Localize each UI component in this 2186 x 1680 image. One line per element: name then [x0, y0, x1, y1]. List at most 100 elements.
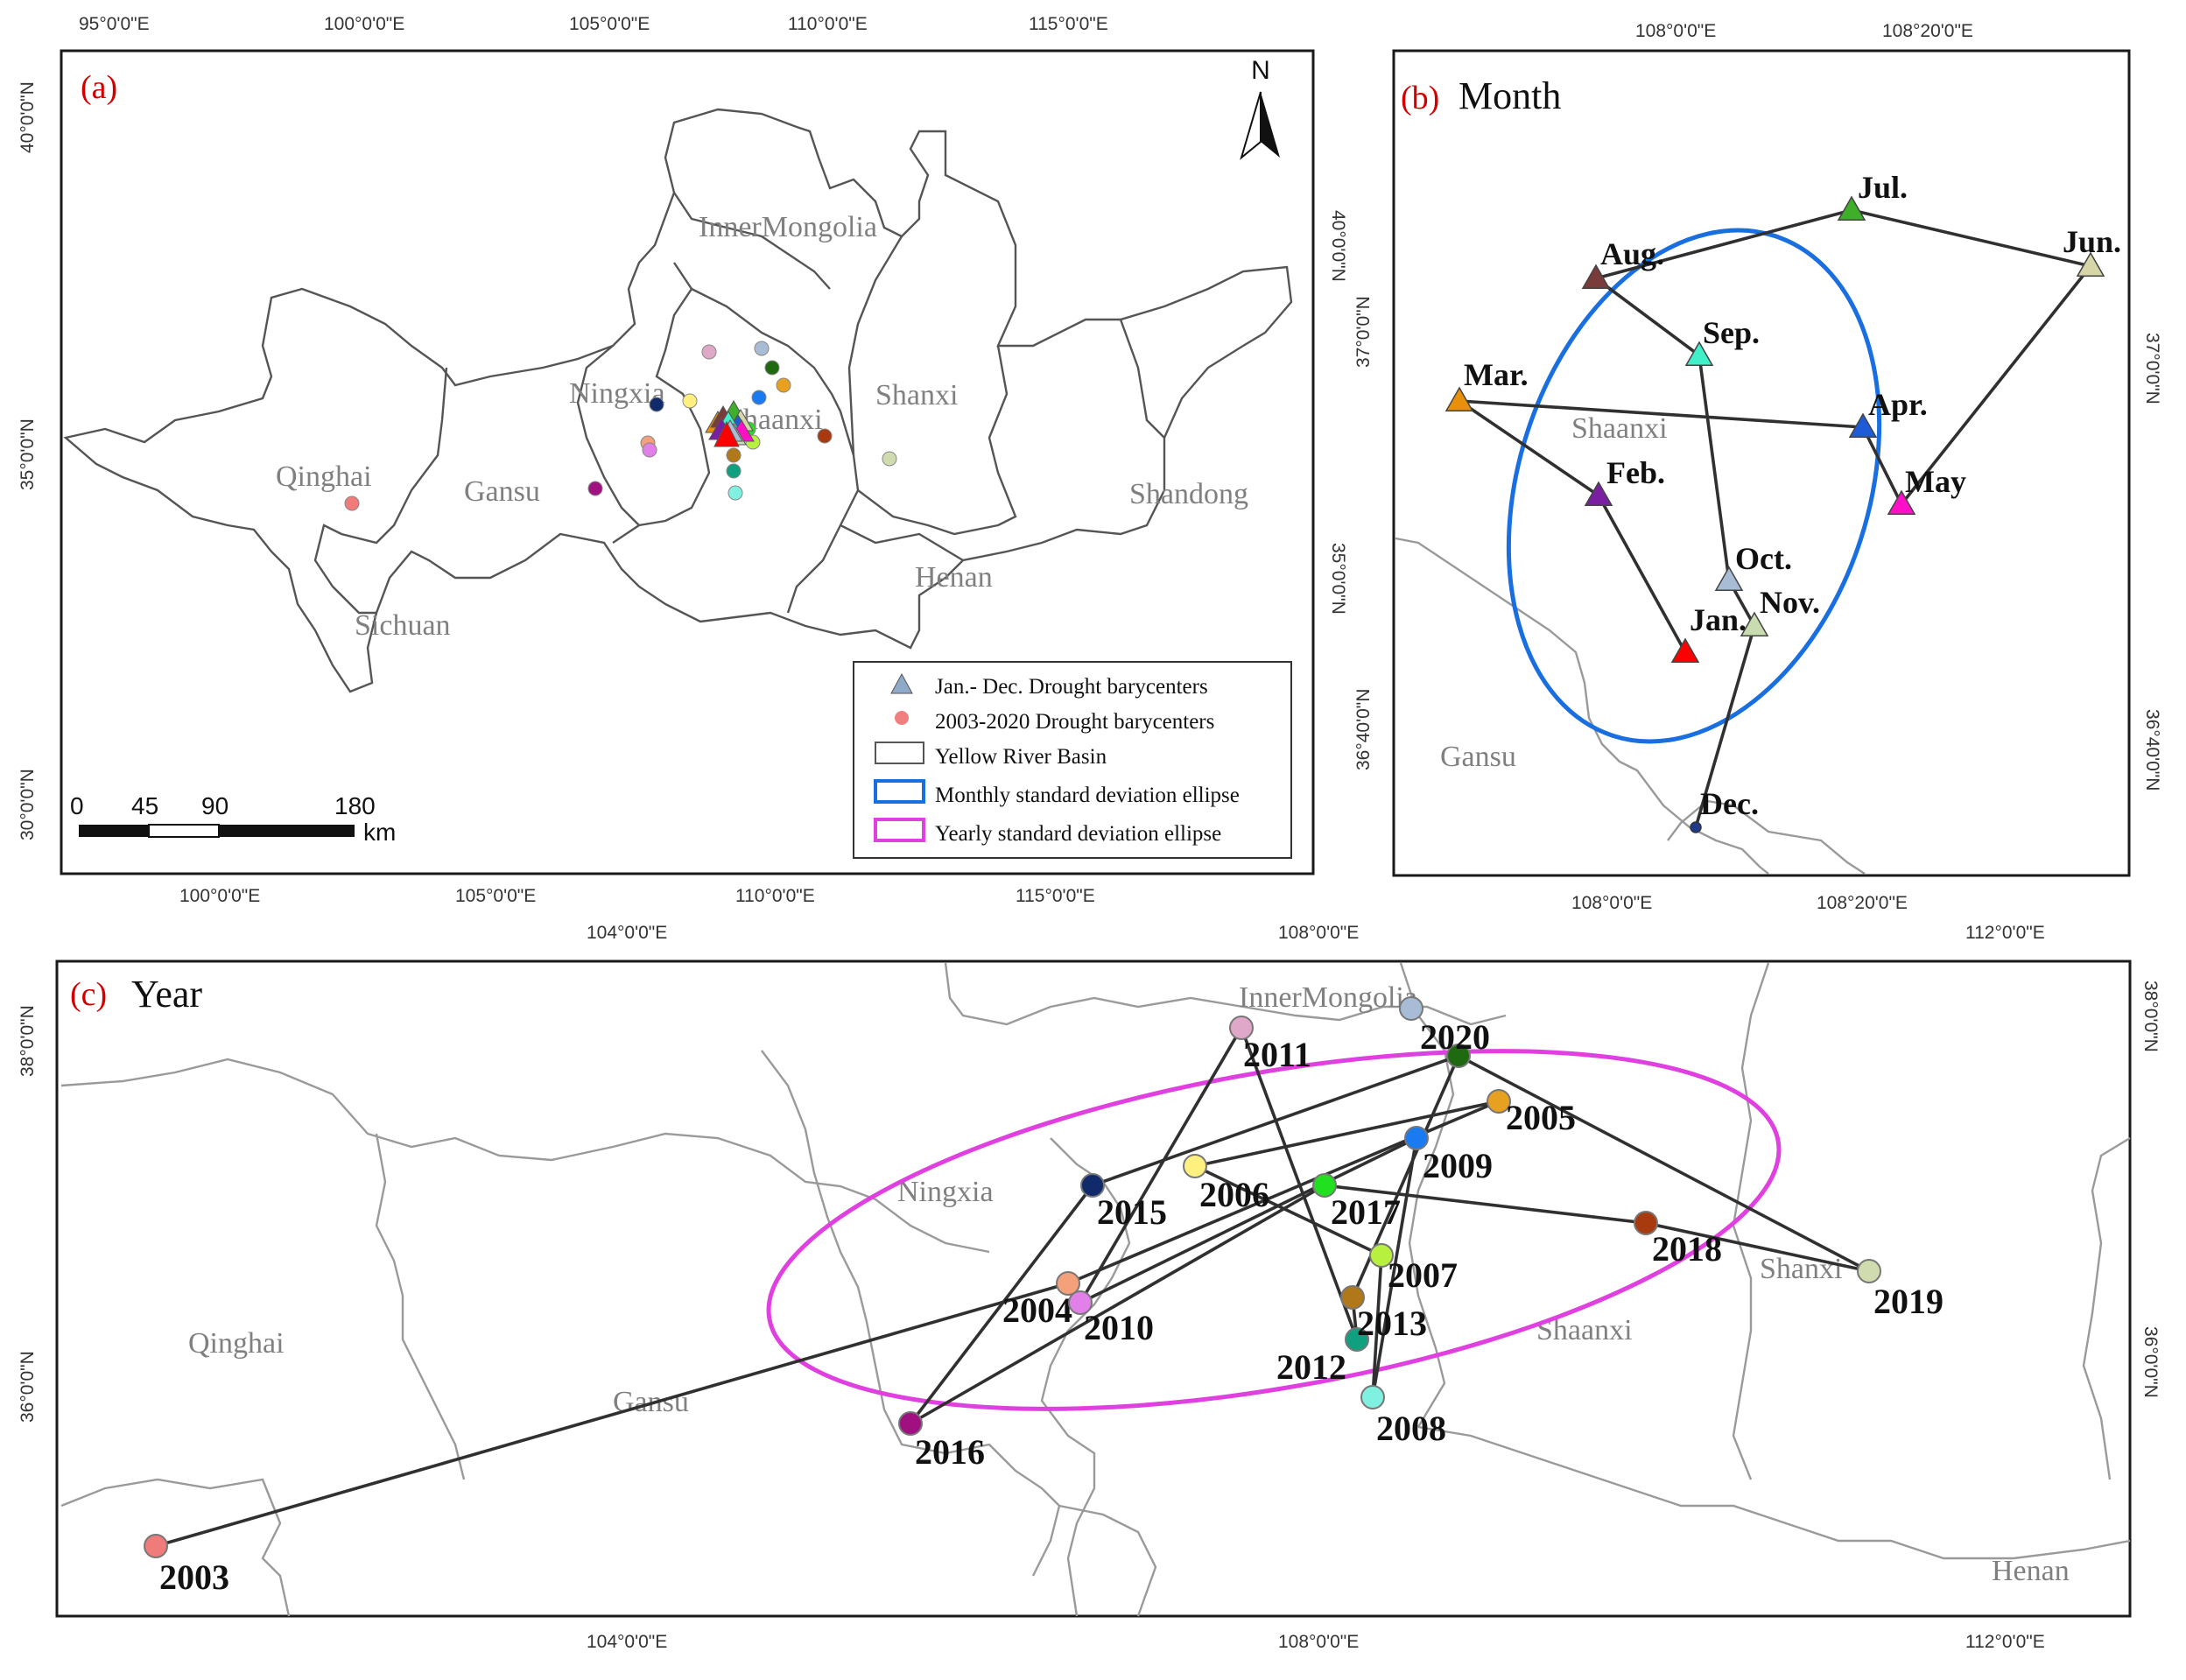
region-label: Shanxi — [875, 379, 958, 411]
track-segment — [910, 1184, 1325, 1425]
year-marker — [764, 360, 780, 376]
panel-b-right-tick: 36°40'0"N — [2142, 709, 2162, 791]
year-marker — [344, 496, 360, 511]
track-segment — [1900, 264, 2092, 506]
track-segment — [1092, 1054, 1459, 1187]
month-label: Jun. — [2063, 224, 2121, 259]
panel-a-bottom-tick: 110°0'0"E — [735, 886, 815, 906]
track-segment — [1371, 1255, 1383, 1398]
panel-b: (b) Month 108°0'0"E 108°20'0"E 108°0'0"E… — [1353, 21, 2162, 913]
region-label: Qinghai — [276, 460, 372, 493]
year-marker — [1080, 1173, 1105, 1198]
year-label: 2017 — [1331, 1192, 1401, 1232]
rect-icon — [875, 742, 924, 764]
province-boundary — [847, 235, 903, 456]
track-segment — [1458, 1054, 1870, 1273]
scale-tick: 45 — [131, 792, 158, 819]
year-marker — [1857, 1259, 1881, 1283]
province-boundary — [2082, 1136, 2131, 1480]
panel-a: (a) 95°0'0"E 100°0'0"E 105°0'0"E 110°0'0… — [18, 14, 1348, 906]
track-segment — [909, 1184, 1094, 1425]
panel-c: (c) Year 104°0'0"E 108°0'0"E 112°0'0"E 1… — [18, 923, 2161, 1652]
track-segment — [1240, 1027, 1359, 1340]
month-marker — [2076, 251, 2105, 277]
year-marker — [882, 451, 897, 467]
region-label: Shanxi — [1760, 1253, 1842, 1285]
scale-unit: km — [363, 819, 396, 846]
panel-c-left-tick: 36°0'0"N — [18, 1351, 38, 1423]
province-boundary — [313, 367, 448, 615]
month-marker — [1684, 341, 1714, 366]
panel-b-bottom-tick: 108°0'0"E — [1571, 893, 1652, 913]
north-arrow-label: N — [1251, 56, 1270, 85]
panel-b-top-tick: 108°20'0"E — [1882, 21, 1973, 41]
panel-b-left-tick: 37°0'0"N — [1353, 296, 1374, 368]
month-label: Feb. — [1606, 455, 1665, 490]
track-segment — [1067, 1100, 1500, 1285]
region-label: Henan — [1992, 1555, 2070, 1587]
month-label: Sep. — [1703, 315, 1760, 350]
track-segment — [1194, 1100, 1500, 1168]
year-marker — [649, 397, 664, 412]
scale-tick: 90 — [201, 792, 228, 819]
panel-c-top-tick: 104°0'0"E — [587, 923, 667, 943]
year-marker — [1340, 1285, 1365, 1310]
year-marker — [726, 447, 742, 463]
province-boundary — [857, 345, 1017, 536]
panel-c-right-tick: 38°0'0"N — [2140, 981, 2161, 1052]
year-marker — [1229, 1016, 1254, 1040]
year-marker — [1446, 1044, 1471, 1068]
region-label: Shaanxi — [1571, 412, 1668, 445]
track-segment — [1697, 355, 1731, 581]
track-segment — [1079, 1027, 1243, 1304]
region-label: InnerMongolia — [1239, 981, 1417, 1014]
region-label: Qinghai — [188, 1327, 285, 1360]
panel-b-frame — [1392, 49, 2131, 877]
panel-a-bottom-tick: 100°0'0"E — [179, 886, 260, 906]
track-segment — [1694, 625, 1756, 828]
scale-segment — [148, 824, 220, 838]
legend-box — [853, 661, 1292, 859]
year-marker — [817, 428, 833, 444]
year-marker — [1399, 996, 1423, 1021]
monthly-ellipse — [1506, 228, 1882, 744]
year-marker — [1068, 1290, 1093, 1315]
panel-c-left-tick: 38°0'0"N — [18, 1005, 38, 1077]
year-track: 2003200420052006200720082009201020112012… — [144, 996, 1944, 1597]
track-segment — [1459, 399, 1864, 429]
month-label: Nov. — [1760, 585, 1820, 620]
province-boundary — [840, 524, 964, 562]
panel-a-top-tick: 105°0'0"E — [569, 14, 650, 34]
month-label: Jan. — [1690, 602, 1747, 637]
year-marker — [682, 393, 698, 409]
year-label: 2004 — [1002, 1290, 1072, 1330]
panel-c-top-tick: 108°0'0"E — [1278, 923, 1359, 943]
month-label: Aug. — [1600, 236, 1664, 271]
panel-b-tag: (b) — [1401, 80, 1439, 116]
year-marker — [642, 442, 657, 458]
yellow-river-basin-outline — [63, 108, 1293, 693]
panel-a-top-tick: 115°0'0"E — [1029, 14, 1108, 34]
panel-a-left-tick: 30°0'0"N — [18, 769, 38, 840]
month-marker — [1444, 386, 1474, 411]
track-segment — [1371, 1137, 1418, 1398]
province-boundary — [1417, 1425, 2131, 1560]
month-marker — [1740, 611, 1769, 636]
year-marker — [1345, 1327, 1369, 1352]
year-marker — [1369, 1243, 1394, 1268]
year-label: 2006 — [1199, 1175, 1269, 1214]
yearly-ellipse — [766, 1049, 1782, 1411]
province-boundary — [1399, 962, 1455, 1428]
year-label: 2013 — [1357, 1304, 1427, 1343]
panel-c-bottom-tick: 112°0'0"E — [1965, 1632, 2045, 1652]
scale-tick: 180 — [334, 792, 376, 819]
province-boundary — [673, 192, 831, 290]
year-marker — [727, 485, 743, 501]
legend-label: Yearly standard deviation ellipse — [935, 822, 1221, 846]
year-marker — [1487, 1089, 1511, 1114]
month-label: Apr. — [1868, 387, 1928, 422]
year-marker — [587, 481, 603, 496]
region-label: Ningxia — [569, 377, 665, 410]
province-boundary — [375, 1133, 466, 1480]
